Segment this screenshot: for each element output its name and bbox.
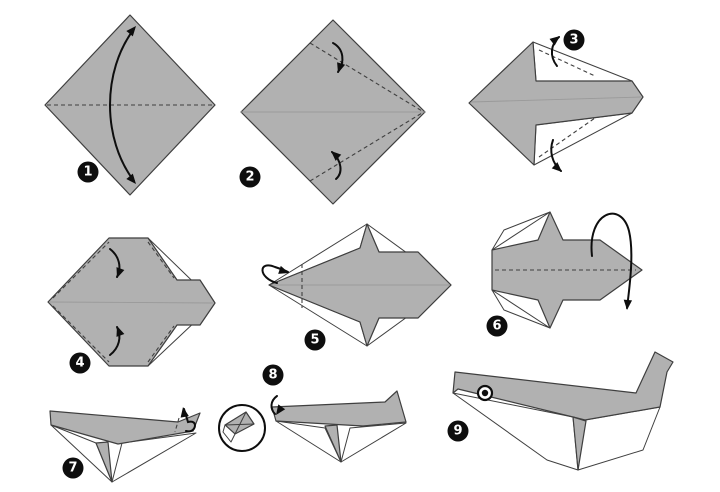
step-8-badge: 8 bbox=[262, 364, 284, 386]
paper-fin bbox=[572, 416, 587, 471]
fold-nose-arrow-icon bbox=[270, 395, 286, 415]
fold-behind-loop-arrow-icon bbox=[261, 264, 289, 284]
step-7-figure bbox=[38, 398, 218, 490]
fold-over-arrow-icon bbox=[590, 212, 633, 310]
step-2-figure bbox=[228, 5, 438, 215]
paper-whale-body bbox=[452, 351, 674, 421]
step-7-badge: 7 bbox=[62, 457, 84, 479]
fold-both-ways-arrow-icon bbox=[109, 26, 136, 184]
paper-belly-right bbox=[111, 432, 197, 483]
fold-line-top bbox=[309, 42, 423, 112]
step-8-figure bbox=[213, 362, 413, 477]
unfold-up-arrow-icon bbox=[549, 36, 560, 67]
step-5-figure bbox=[255, 218, 460, 353]
step-1-badge: 1 bbox=[77, 161, 99, 183]
step-3-figure bbox=[445, 8, 665, 193]
fold-line-top bbox=[538, 49, 596, 77]
magnifier-detail-circle bbox=[218, 404, 266, 452]
step-4-figure bbox=[40, 225, 225, 380]
step-6-badge: 6 bbox=[486, 315, 508, 337]
step-4-badge: 4 bbox=[69, 352, 91, 374]
fold-line-bottom bbox=[309, 112, 423, 182]
step-5-badge: 5 bbox=[304, 329, 326, 351]
paper-arrow-shape bbox=[468, 41, 644, 166]
paper-layer-bottom-left bbox=[491, 289, 551, 329]
paper-belly-right bbox=[340, 422, 407, 463]
paper-arrow-shape bbox=[47, 237, 216, 367]
paper-fin bbox=[324, 424, 342, 463]
fold-down-arrow-icon bbox=[109, 248, 125, 278]
step-9-badge: 9 bbox=[447, 420, 469, 442]
paper-whale-body bbox=[271, 390, 407, 427]
paper-flap-top bbox=[532, 41, 633, 82]
paper-layer-top-left bbox=[491, 211, 551, 251]
center-crease bbox=[49, 301, 214, 304]
step-1-figure bbox=[30, 5, 230, 205]
step-2-badge: 2 bbox=[239, 166, 261, 188]
fold-line-lower-left bbox=[52, 305, 110, 363]
fold-up-arrow-icon bbox=[109, 326, 125, 356]
unfold-down-arrow-icon bbox=[550, 139, 562, 172]
center-crease bbox=[470, 96, 642, 103]
paper-fin bbox=[95, 441, 113, 483]
fold-line-upper-right bbox=[147, 241, 175, 279]
fold-up-arrow-icon bbox=[331, 151, 342, 180]
step-6-figure bbox=[468, 198, 668, 338]
fold-tail-up-arrow-icon bbox=[180, 407, 196, 433]
fold-line-lower-right bbox=[147, 325, 175, 363]
paper-square bbox=[44, 14, 216, 196]
fold-line-tail bbox=[174, 417, 180, 433]
step-9-figure bbox=[438, 345, 688, 485]
fold-line-upper-left bbox=[52, 241, 110, 299]
fold-line-bottom bbox=[538, 117, 596, 158]
whale-eye-icon bbox=[476, 384, 494, 402]
step-3-badge: 3 bbox=[563, 29, 585, 51]
fold-down-arrow-icon bbox=[332, 42, 346, 73]
